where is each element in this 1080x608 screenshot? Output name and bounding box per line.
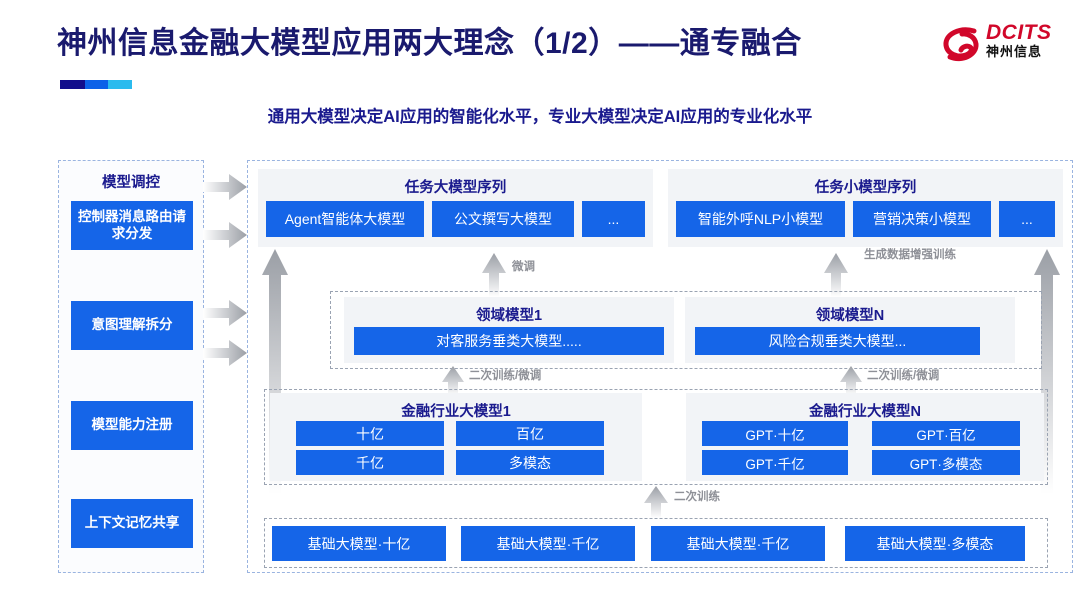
right-arrow-icon-3 bbox=[203, 300, 247, 326]
industry-left-item-3[interactable]: 千亿 bbox=[296, 450, 444, 475]
task-large-panel: 任务大模型序列 Agent智能体大模型 公文撰写大模型 ... bbox=[258, 169, 653, 247]
up-arrow-icon-second-train-right bbox=[840, 366, 862, 396]
control-column-title: 模型调控 bbox=[102, 175, 160, 191]
up-arrow-icon-second-train bbox=[644, 486, 668, 518]
right-arrow-icon-1 bbox=[203, 174, 247, 200]
industry-left-item-2[interactable]: 百亿 bbox=[456, 421, 604, 446]
arrow-label-second-train-fine-tune-right: 二次训练/微调 bbox=[867, 370, 940, 382]
control-item-registry[interactable]: 模型能力注册 bbox=[71, 401, 193, 450]
arrow-label-gen-data-aug: 生成数据增强训练 bbox=[864, 249, 956, 261]
task-large-item-agent[interactable]: Agent智能体大模型 bbox=[266, 201, 424, 237]
accent-bar bbox=[60, 80, 132, 89]
control-item-context[interactable]: 上下文记忆共享 bbox=[71, 499, 193, 548]
industry-right-item-2[interactable]: GPT·百亿 bbox=[872, 421, 1020, 446]
up-arrow-icon-gen-data-aug bbox=[824, 253, 848, 297]
industry-left-panel: 金融行业大模型1 十亿 百亿 千亿 多模态 bbox=[270, 393, 642, 481]
arrow-label-second-train-fine-tune-left: 二次训练/微调 bbox=[469, 370, 542, 382]
task-large-item-doc[interactable]: 公文撰写大模型 bbox=[432, 201, 574, 237]
industry-right-item-1[interactable]: GPT·十亿 bbox=[702, 421, 848, 446]
page-header: 神州信息金融大模型应用两大理念（1/2）——通专融合 通用大模型决定AI应用的智… bbox=[0, 0, 1080, 140]
domain-right-panel: 领域模型N 风险合规垂类大模型... bbox=[685, 297, 1015, 363]
right-arrow-icon-4 bbox=[203, 340, 247, 366]
up-arrow-icon-right-tall bbox=[1034, 249, 1060, 494]
task-small-item-more[interactable]: ... bbox=[999, 201, 1055, 237]
industry-right-title: 金融行业大模型N bbox=[809, 404, 921, 420]
industry-left-title: 金融行业大模型1 bbox=[401, 404, 511, 420]
task-large-item-more[interactable]: ... bbox=[582, 201, 645, 237]
task-small-item-mkt[interactable]: 营销决策小模型 bbox=[853, 201, 991, 237]
industry-right-item-3[interactable]: GPT·千亿 bbox=[702, 450, 848, 475]
page-subtitle: 通用大模型决定AI应用的智能化水平，专业大模型决定AI应用的专业化水平 bbox=[267, 108, 813, 126]
up-arrow-icon-fine-tune-left bbox=[482, 253, 506, 297]
logo-cn-text: 神州信息 bbox=[986, 44, 1043, 59]
domain-left-panel: 领域模型1 对客服务垂类大模型..... bbox=[344, 297, 674, 363]
base-layer-frame bbox=[264, 518, 1048, 568]
task-small-panel: 任务小模型序列 智能外呼NLP小模型 营销决策小模型 ... bbox=[668, 169, 1063, 247]
logo-wordmark: DCITS 神州信息 bbox=[986, 22, 1052, 60]
right-arrow-icon-2 bbox=[203, 222, 247, 248]
base-item-1[interactable]: 基础大模型·十亿 bbox=[272, 526, 446, 561]
industry-layer-frame bbox=[264, 389, 1048, 485]
domain-layer-frame bbox=[330, 291, 1042, 369]
industry-left-item-4[interactable]: 多模态 bbox=[456, 450, 604, 475]
domain-left-item[interactable]: 对客服务垂类大模型..... bbox=[354, 327, 664, 355]
industry-left-item-1[interactable]: 十亿 bbox=[296, 421, 444, 446]
domain-right-title: 领域模型N bbox=[815, 308, 885, 324]
page-title: 神州信息金融大模型应用两大理念（1/2）——通专融合 bbox=[57, 27, 802, 60]
control-item-router[interactable]: 控制器消息路由请求分发 bbox=[71, 201, 193, 250]
base-item-2[interactable]: 基础大模型·千亿 bbox=[461, 526, 635, 561]
arrow-label-second-train: 二次训练 bbox=[674, 491, 720, 503]
accent-segment-1 bbox=[60, 80, 86, 89]
task-small-title: 任务小模型序列 bbox=[814, 180, 917, 196]
base-item-3[interactable]: 基础大模型·千亿 bbox=[651, 526, 825, 561]
control-item-intent[interactable]: 意图理解拆分 bbox=[71, 301, 193, 350]
industry-right-item-4[interactable]: GPT·多模态 bbox=[872, 450, 1020, 475]
task-small-item-nlp[interactable]: 智能外呼NLP小模型 bbox=[676, 201, 845, 237]
arrow-label-fine-tune: 微调 bbox=[512, 261, 535, 273]
architecture-canvas: 任务大模型序列 Agent智能体大模型 公文撰写大模型 ... 任务小模型序列 … bbox=[247, 160, 1073, 573]
dcits-swirl-icon bbox=[943, 27, 979, 62]
up-arrow-icon-second-train-left bbox=[442, 366, 464, 396]
domain-right-item[interactable]: 风险合规垂类大模型... bbox=[695, 327, 980, 355]
industry-right-panel: 金融行业大模型N GPT·十亿 GPT·百亿 GPT·千亿 GPT·多模态 bbox=[686, 393, 1044, 481]
up-arrow-icon-left-tall bbox=[262, 249, 288, 494]
control-column: 模型调控 控制器消息路由请求分发 意图理解拆分 模型能力注册 上下文记忆共享 bbox=[58, 160, 204, 573]
logo-en-text: DCITS bbox=[986, 21, 1052, 44]
domain-left-title: 领域模型1 bbox=[475, 308, 543, 324]
company-logo: DCITS 神州信息 bbox=[942, 20, 1066, 72]
base-item-4[interactable]: 基础大模型·多模态 bbox=[845, 526, 1025, 561]
task-large-title: 任务大模型序列 bbox=[404, 180, 507, 196]
accent-segment-3 bbox=[108, 80, 132, 89]
accent-segment-2 bbox=[85, 80, 109, 89]
